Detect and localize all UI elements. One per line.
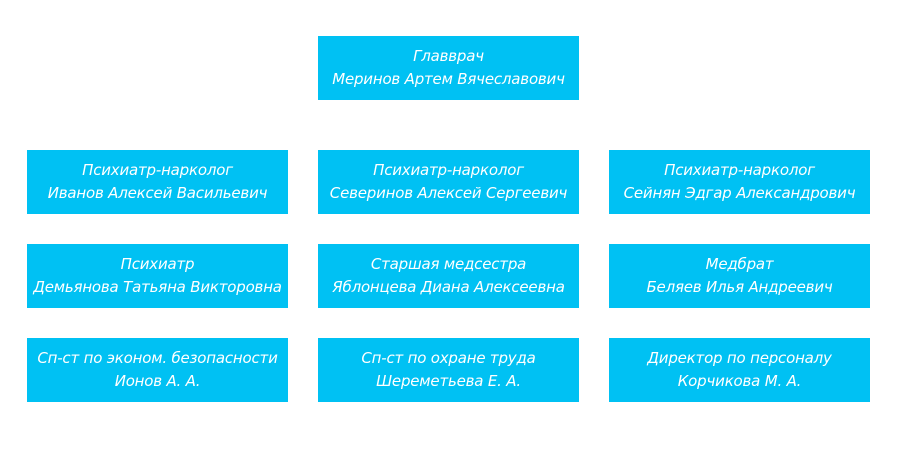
- node-role: Старшая медсестра: [370, 255, 527, 273]
- node-role: Медбрат: [705, 255, 774, 273]
- chief-physician-node: Главврач Меринов Артем Вячеславович: [318, 36, 579, 100]
- node-person-name: Яблонцева Диана Алексеевна: [332, 278, 565, 296]
- node-role: Главврач: [413, 47, 484, 65]
- staff-node: Старшая медсестра Яблонцева Диана Алексе…: [318, 244, 579, 308]
- staff-node: Психиатр-нарколог Северинов Алексей Серг…: [318, 150, 579, 214]
- node-role: Психиатр: [120, 255, 195, 273]
- staff-node: Сп-ст по эконом. безопасности Ионов А. А…: [27, 338, 288, 402]
- staff-node: Сп-ст по охране труда Шереметьева Е. А.: [318, 338, 579, 402]
- node-role: Сп-ст по эконом. безопасности: [37, 349, 278, 367]
- node-person-name: Сейнян Эдгар Александрович: [623, 184, 856, 202]
- node-person-name: Ионов А. А.: [114, 372, 201, 390]
- node-person-name: Шереметьева Е. А.: [376, 372, 521, 390]
- node-person-name: Демьянова Татьяна Викторовна: [33, 278, 282, 296]
- staff-node: Директор по персоналу Корчикова М. А.: [609, 338, 870, 402]
- staff-node: Медбрат Беляев Илья Андреевич: [609, 244, 870, 308]
- node-person-name: Беляев Илья Андреевич: [646, 278, 833, 296]
- node-role: Психиатр-нарколог: [664, 161, 815, 179]
- node-role: Психиатр-нарколог: [82, 161, 233, 179]
- node-person-name: Меринов Артем Вячеславович: [332, 70, 565, 88]
- node-person-name: Иванов Алексей Васильевич: [47, 184, 268, 202]
- node-person-name: Северинов Алексей Сергеевич: [329, 184, 568, 202]
- node-person-name: Корчикова М. А.: [677, 372, 802, 390]
- node-role: Директор по персоналу: [647, 349, 832, 367]
- staff-node: Психиатр-нарколог Сейнян Эдгар Александр…: [609, 150, 870, 214]
- staff-node: Психиатр Демьянова Татьяна Викторовна: [27, 244, 288, 308]
- staff-node: Психиатр-нарколог Иванов Алексей Василье…: [27, 150, 288, 214]
- node-role: Сп-ст по охране труда: [361, 349, 536, 367]
- node-role: Психиатр-нарколог: [373, 161, 524, 179]
